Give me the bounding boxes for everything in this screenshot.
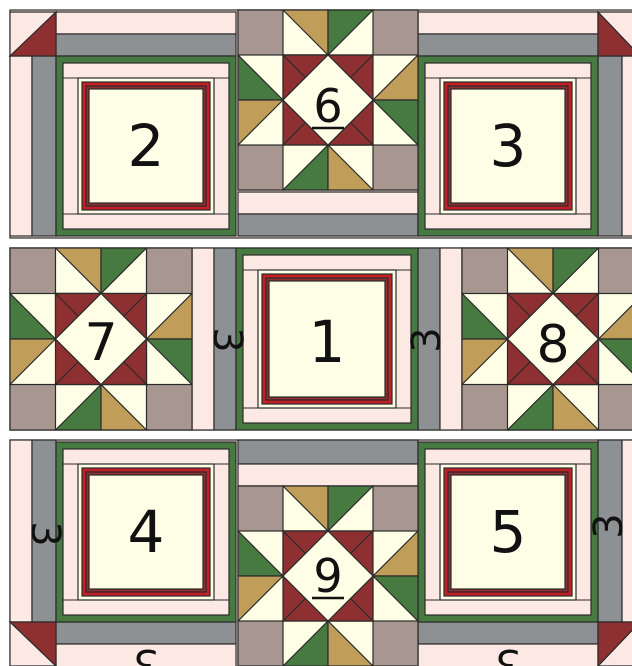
block-number-4: 4 bbox=[128, 498, 165, 566]
b-top-sash-gray bbox=[238, 440, 418, 464]
star-corner bbox=[10, 248, 56, 294]
left-sash-blush bbox=[10, 56, 32, 236]
top-sash-cream bbox=[56, 12, 236, 34]
star-corner bbox=[462, 385, 508, 431]
strip-label: 3 bbox=[204, 327, 250, 352]
star-corner bbox=[147, 248, 193, 294]
star-corner bbox=[238, 10, 283, 55]
block-number-9: 9 bbox=[313, 549, 342, 603]
right-sash-blush bbox=[622, 56, 632, 236]
strip-label: 3 bbox=[22, 521, 68, 546]
star-corner bbox=[373, 486, 418, 531]
strip-label: 3 bbox=[404, 327, 450, 352]
block-number-5: 5 bbox=[490, 498, 527, 566]
top-sash-gray bbox=[56, 34, 236, 56]
block-number-1: 1 bbox=[309, 308, 346, 376]
star-corner bbox=[599, 385, 632, 431]
block-number-8: 8 bbox=[536, 315, 569, 375]
star-corner bbox=[599, 248, 632, 294]
right-sash-gray bbox=[598, 56, 622, 236]
b-top-sash-blush bbox=[238, 464, 418, 486]
mid-sash-blush bbox=[238, 192, 418, 214]
top-sash-cream-r bbox=[418, 12, 598, 34]
star-corner bbox=[373, 621, 418, 666]
left-sash-gray bbox=[32, 56, 56, 236]
star-corner bbox=[147, 385, 193, 431]
star-corner bbox=[10, 385, 56, 431]
block-number-7: 7 bbox=[84, 313, 117, 373]
strip-label: 3 bbox=[495, 640, 520, 666]
star-corner bbox=[462, 248, 508, 294]
star-corner bbox=[238, 486, 283, 531]
star-corner bbox=[238, 145, 283, 190]
star-corner bbox=[238, 621, 283, 666]
star-corner bbox=[373, 10, 418, 55]
strip-label: 3 bbox=[133, 640, 158, 666]
top-sash-gray-r bbox=[418, 34, 598, 56]
star-corner bbox=[373, 145, 418, 190]
block-number-3: 3 bbox=[490, 112, 527, 180]
block-number-2: 2 bbox=[128, 112, 165, 180]
strip-label: 3 bbox=[586, 513, 632, 538]
mid-sash-gray bbox=[238, 214, 418, 236]
block-number-6: 6 bbox=[313, 79, 342, 133]
